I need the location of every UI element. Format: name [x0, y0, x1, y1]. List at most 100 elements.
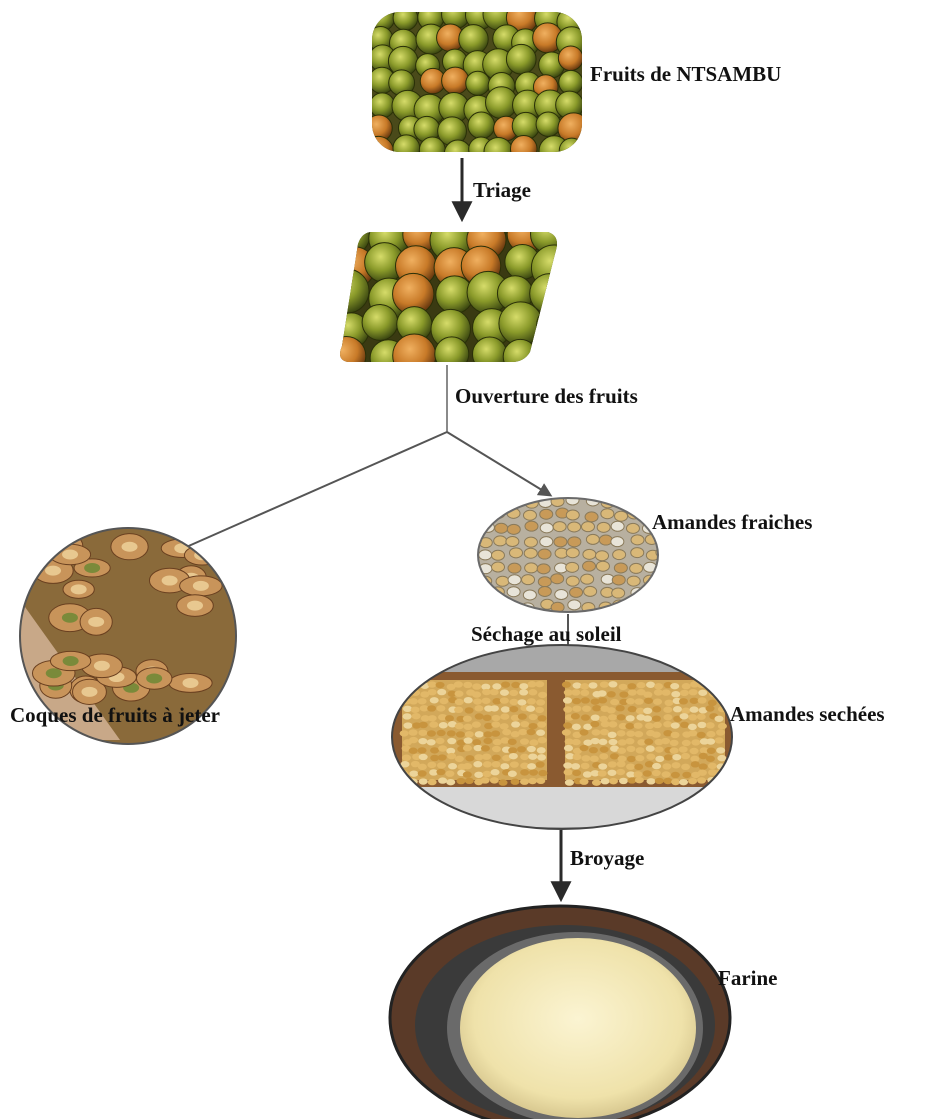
texture-dot [472, 739, 481, 745]
texture-dot [592, 729, 601, 735]
texture-dot [697, 732, 706, 738]
texture-dot [597, 522, 610, 532]
texture-dot [654, 689, 663, 695]
texture-dot [644, 587, 657, 597]
texture-dot [538, 692, 547, 698]
texture-dot [465, 755, 474, 761]
texture-dot [662, 689, 671, 695]
texture-dot [625, 738, 634, 744]
texture-dot [600, 681, 609, 687]
texture-dot [508, 739, 517, 745]
texture-dot [580, 778, 589, 784]
texture-dot [436, 738, 445, 744]
texture-dot [617, 714, 626, 720]
texture-dot [444, 140, 471, 167]
texture-dot [585, 512, 598, 522]
texture-dot [568, 537, 581, 547]
texture-dot [481, 496, 494, 506]
texture-dot [529, 769, 538, 775]
texture-dot [628, 689, 637, 695]
texture-dot [589, 682, 598, 688]
texture-dot [495, 601, 508, 611]
texture-dot [122, 542, 138, 552]
texture-dot [672, 762, 681, 768]
texture-dot [670, 740, 679, 746]
texture-dot [500, 723, 509, 729]
texture-dot [474, 705, 483, 711]
texture-dot [673, 706, 682, 712]
texture-dot [563, 697, 572, 703]
texture-dot [599, 535, 612, 545]
texture-dot [409, 729, 418, 735]
texture-dot [715, 737, 724, 743]
texture-dot [706, 756, 715, 762]
texture-dot [447, 730, 456, 736]
texture-dot [679, 779, 688, 785]
texture-dot [429, 721, 438, 727]
texture-dot [660, 574, 673, 584]
texture-dot [617, 761, 626, 767]
texture-dot [507, 524, 520, 534]
texture-dot [627, 683, 636, 689]
texture-dot [84, 563, 100, 573]
texture-dot [598, 697, 607, 703]
texture-dot [571, 689, 580, 695]
texture-dot [445, 715, 454, 721]
texture-dot [508, 563, 521, 573]
texture-dot [465, 707, 474, 713]
texture-dot [706, 722, 715, 728]
texture-dot [698, 690, 707, 696]
texture-dot [474, 754, 483, 760]
texture-dot [456, 778, 465, 784]
texture-dot [491, 550, 504, 560]
texture-dot [62, 549, 78, 559]
texture-dot [509, 706, 518, 712]
texture-dot [690, 756, 699, 762]
texture-dot [475, 731, 484, 737]
texture-dot [483, 731, 492, 737]
texture-dot [522, 575, 535, 585]
texture-dot [554, 537, 567, 547]
texture-dot [619, 778, 628, 784]
texture-dot [628, 706, 637, 712]
texture-dot [94, 661, 110, 671]
texture-dot [418, 738, 427, 744]
texture-dot [572, 705, 581, 711]
texture-dot [537, 564, 550, 574]
texture-dot [537, 754, 546, 760]
texture-dot [689, 689, 698, 695]
texture-dot [671, 772, 680, 778]
texture-dot [581, 574, 594, 584]
label-broyage: Broyage [570, 846, 644, 871]
texture-dot [631, 548, 644, 558]
texture-dot [580, 690, 589, 696]
texture-dot [716, 729, 725, 735]
texture-dot [528, 681, 537, 687]
texture-dot [491, 769, 500, 775]
label-coques: Coques de fruits à jeter [10, 703, 220, 728]
texture-dot [430, 747, 439, 753]
texture-dot [437, 762, 446, 768]
texture-dot [598, 770, 607, 776]
texture-dot [635, 755, 644, 761]
texture-dot [436, 682, 445, 688]
texture-dot [671, 722, 680, 728]
texture-dot [600, 746, 609, 752]
texture-dot [146, 673, 162, 683]
label-farine: Farine [718, 966, 777, 991]
texture-dot [661, 536, 674, 546]
texture-dot [698, 769, 707, 775]
texture-dot [482, 698, 491, 704]
texture-dot [483, 738, 492, 744]
texture-dot [614, 563, 627, 573]
texture-dot [430, 697, 439, 703]
texture-dot [463, 763, 472, 769]
texture-dot [536, 112, 560, 136]
texture-dot [566, 495, 579, 505]
texture-dot [463, 745, 472, 751]
texture-dot [688, 730, 697, 736]
texture-dot [442, 67, 469, 94]
texture-dot [510, 497, 523, 507]
label-sechage: Séchage au soleil [471, 622, 622, 647]
